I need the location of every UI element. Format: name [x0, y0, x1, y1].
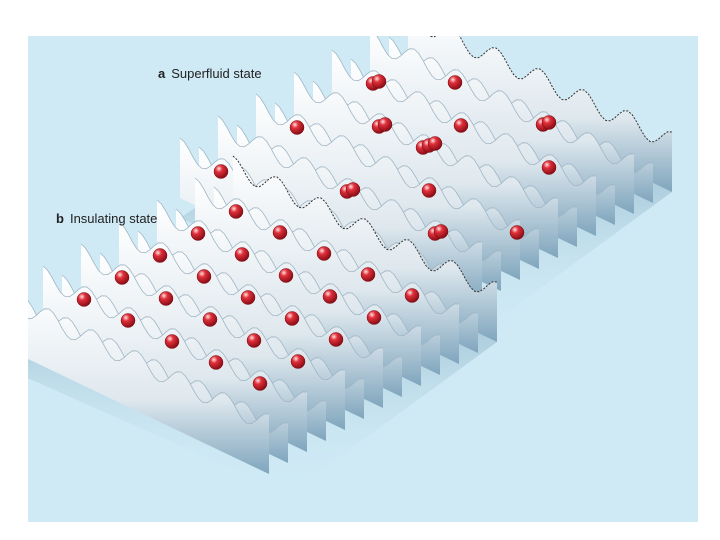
atom	[289, 120, 305, 135]
atom	[164, 334, 180, 349]
lattice-ridge-line	[80, 243, 346, 381]
lattice-ridge-line	[232, 155, 498, 293]
atom	[120, 313, 136, 328]
atom	[360, 267, 376, 282]
panel-a-letter: a	[158, 66, 166, 81]
lattice-ridge-line	[255, 93, 521, 231]
lattice-ridge-line	[217, 115, 483, 253]
atom	[190, 226, 206, 241]
atom	[377, 117, 393, 132]
atom	[202, 312, 218, 327]
atom	[433, 224, 449, 239]
lattice-ridge-line	[236, 124, 502, 262]
atom	[76, 292, 92, 307]
atom	[453, 118, 469, 133]
atom	[427, 136, 443, 151]
atom	[158, 291, 174, 306]
atom	[366, 310, 382, 325]
atom	[421, 183, 437, 198]
atom	[345, 182, 361, 197]
atom	[246, 333, 262, 348]
lattice-ridge-line	[61, 274, 327, 412]
lattice-ridge-line	[42, 265, 308, 403]
lattice-ridge-line	[198, 146, 464, 284]
lattice-ridge-line	[274, 102, 540, 240]
atom	[272, 225, 288, 240]
atom	[196, 269, 212, 284]
lattice-ridge-line	[312, 80, 578, 218]
lattice-ridge-line	[293, 71, 559, 209]
atom	[252, 376, 268, 391]
lattice-ridge-line	[428, 36, 673, 143]
atom	[208, 355, 224, 370]
atom	[509, 225, 525, 240]
lattice-ridge-line	[175, 208, 441, 346]
lattice-ridge-line	[28, 300, 289, 434]
atom	[228, 204, 244, 219]
lattice-ridge-line	[331, 49, 597, 187]
lattice-ridge-line	[213, 186, 479, 324]
lattice-ridge-line	[388, 36, 654, 174]
atom	[284, 311, 300, 326]
panel-a-title: Superfluid state	[171, 66, 262, 81]
atom	[234, 247, 250, 262]
atom	[541, 115, 557, 130]
lattice-ridge-line	[118, 221, 384, 359]
atom	[404, 288, 420, 303]
atom	[213, 164, 229, 179]
lattice-ridge-line	[156, 199, 422, 337]
atom	[290, 354, 306, 369]
atom	[541, 160, 557, 175]
lattice-ridge-line	[350, 58, 616, 196]
panel-b-label: b Insulating state	[56, 211, 157, 226]
atom	[240, 290, 256, 305]
lattice-ridge-line	[99, 252, 365, 390]
panel-b-letter: b	[56, 211, 64, 226]
atom	[371, 74, 387, 89]
panel-a-label: a Superfluid state	[158, 66, 262, 81]
lattice-row-surface	[28, 308, 269, 474]
figure-panel: a Superfluid state b Insulating state	[28, 36, 698, 522]
lattice-ridge-line	[28, 308, 270, 425]
atom	[114, 270, 130, 285]
atom	[278, 268, 294, 283]
lattice-ridge-line	[137, 230, 403, 368]
panel-b-title: Insulating state	[69, 211, 158, 226]
atom	[322, 289, 338, 304]
atom	[447, 75, 463, 90]
atom	[152, 248, 168, 263]
insulating-lattice	[28, 155, 498, 494]
lattice-scene	[28, 36, 673, 494]
lattice-ridge-line	[194, 177, 460, 315]
atom	[316, 246, 332, 261]
atom	[328, 332, 344, 347]
lattice-ridge-line	[376, 36, 635, 165]
